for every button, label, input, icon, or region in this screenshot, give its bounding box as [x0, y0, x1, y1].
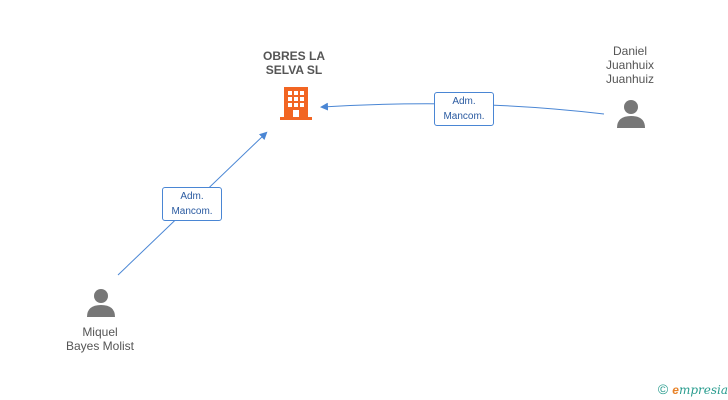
- person-icon[interactable]: [86, 288, 116, 318]
- relation-label-miquel[interactable]: Adm. Mancom.: [162, 187, 222, 221]
- person-name-daniel[interactable]: Daniel Juanhuix Juanhuiz: [605, 44, 655, 86]
- brand-name: mpresia: [678, 383, 728, 397]
- relation-label-daniel[interactable]: Adm. Mancom.: [434, 92, 494, 126]
- person-icon[interactable]: [616, 99, 646, 129]
- building-icon[interactable]: [280, 85, 312, 121]
- copyright-symbol: ©: [657, 381, 669, 397]
- brand-initial: e: [672, 383, 679, 397]
- person-name-miquel[interactable]: Miquel Bayes Molist: [65, 325, 135, 353]
- footer-brand: ©empresia: [658, 381, 728, 397]
- company-name[interactable]: OBRES LA SELVA SL: [262, 49, 325, 77]
